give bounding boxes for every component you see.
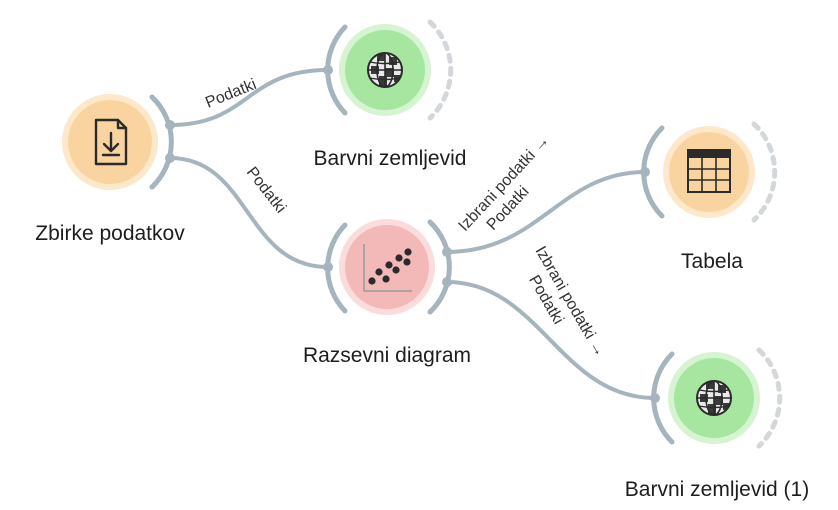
node-scatter-output-arc: [427, 219, 452, 315]
node-choropleth-2-anchor-in[interactable]: [650, 393, 660, 403]
node-choropleth-output-arc: [427, 19, 454, 121]
node-choropleth[interactable]: Barvni zemljevid: [314, 19, 467, 170]
globe-icon: [696, 380, 732, 416]
node-datasets[interactable]: Zbirke podatkov: [35, 94, 185, 245]
globe-icon: [367, 52, 403, 88]
link-datasets-to-choropleth[interactable]: [168, 68, 330, 127]
links: [168, 68, 657, 400]
node-table-body: [669, 132, 749, 212]
node-scatter-anchor-out-1[interactable]: [442, 247, 452, 257]
table-icon: [687, 149, 731, 193]
node-table[interactable]: Tabela: [640, 121, 778, 273]
node-table-title: Tabela: [681, 250, 743, 273]
node-scatter-anchor-out-2[interactable]: [442, 277, 452, 287]
link-scatter-to-table[interactable]: [445, 170, 647, 254]
node-datasets-anchor-1[interactable]: [165, 120, 175, 130]
node-choropleth-title: Barvni zemljevid: [314, 147, 467, 170]
node-table-anchor-in[interactable]: [640, 167, 650, 177]
link-label-scatter-to-table: Izbrani podatki → Podatki: [455, 132, 552, 235]
file-download-icon: [94, 118, 128, 166]
node-choropleth-2[interactable]: Barvni zemljevid (1): [625, 347, 809, 501]
node-choropleth-2-output-arc: [756, 347, 783, 449]
node-datasets-title: Zbirke podatkov: [35, 222, 185, 245]
node-scatter-anchor-in[interactable]: [323, 262, 333, 272]
node-scatter-title: Razsevni diagram: [303, 344, 471, 367]
node-scatter[interactable]: Razsevni diagram: [303, 219, 471, 367]
node-table-output-arc: [751, 121, 778, 223]
node-datasets-anchor-2[interactable]: [165, 153, 175, 163]
node-datasets-output-arc: [149, 94, 174, 190]
node-choropleth-2-title: Barvni zemljevid (1): [625, 478, 809, 501]
node-choropleth-anchor-in[interactable]: [323, 65, 333, 75]
scatter-plot-icon: [363, 244, 412, 292]
link-scatter-to-choropleth2[interactable]: [445, 280, 657, 400]
link-label-datasets-to-scatter: Podatki: [243, 164, 289, 217]
link-label-datasets-to-choropleth: Podatki: [203, 76, 259, 112]
link-datasets-to-scatter[interactable]: [168, 156, 330, 269]
